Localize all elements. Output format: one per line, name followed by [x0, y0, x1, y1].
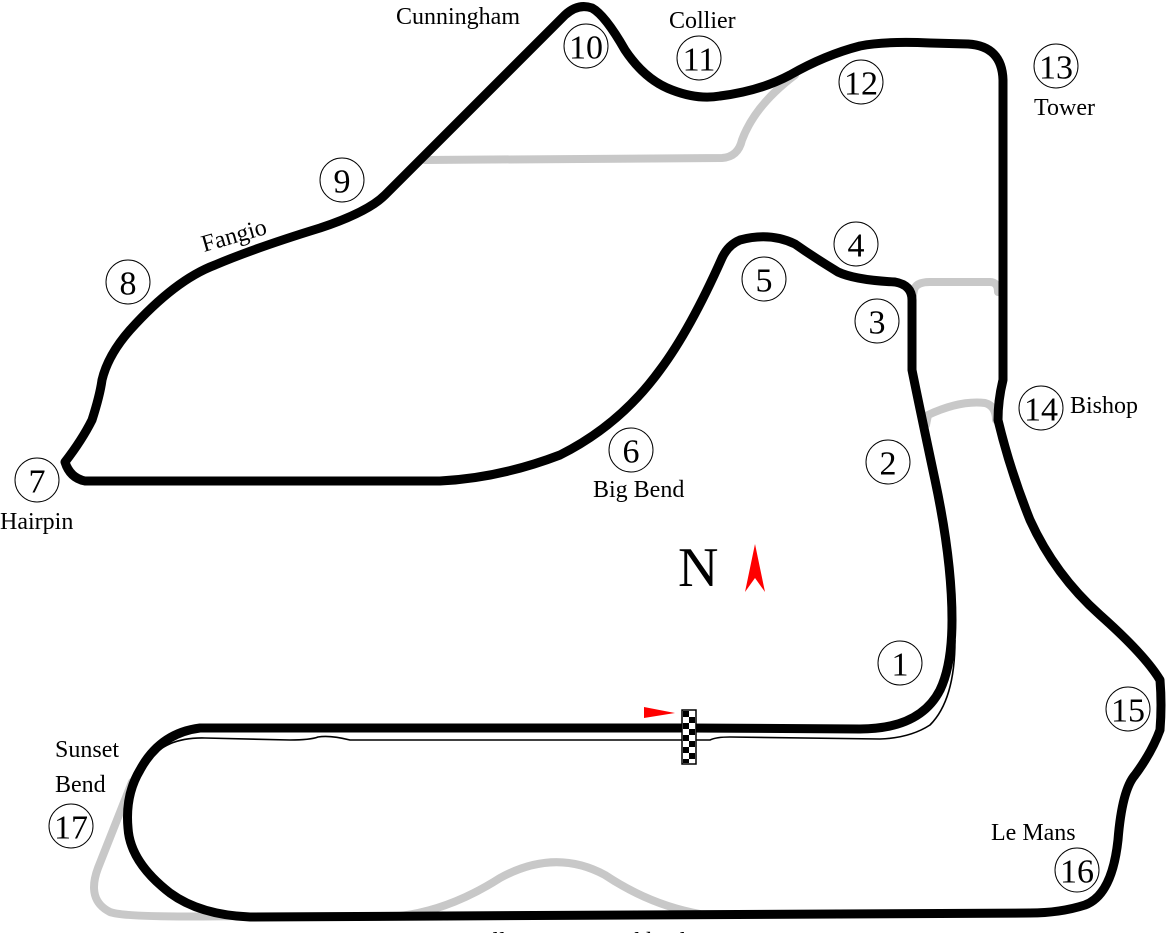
alt-section-villeneuve-chicane — [396, 858, 704, 920]
main-circuit — [60, 2, 1166, 922]
turn-marker-15: 15 — [1105, 686, 1151, 732]
svg-text:14: 14 — [1024, 392, 1058, 429]
svg-text:13: 13 — [1039, 50, 1073, 87]
alternate-layout-sections — [90, 71, 1002, 921]
svg-text:2: 2 — [880, 446, 897, 483]
turn-markers: 1 2 3 4 5 6 7 8 9 10 11 12 13 14 15 16 1… — [14, 23, 1151, 893]
corner-name-big-bend: Big Bend — [593, 477, 684, 503]
corner-name-hairpin: Hairpin — [0, 509, 73, 535]
start-finish-line — [681, 709, 697, 765]
turn-marker-10: 10 — [563, 23, 609, 69]
svg-text:9: 9 — [334, 164, 351, 201]
svg-text:1: 1 — [892, 647, 909, 684]
corner-names: Cunningham Collier Tower Fangio Bishop B… — [0, 4, 1138, 933]
turn-marker-1: 1 — [877, 640, 923, 686]
turn-marker-14: 14 — [1018, 385, 1064, 431]
corner-name-bend: Bend — [55, 772, 106, 798]
corner-name-le-mans: Le Mans — [991, 820, 1076, 846]
alt-section-cunningham-shortcut — [421, 71, 799, 164]
corner-name-bishop: Bishop — [1070, 393, 1138, 419]
svg-text:12: 12 — [844, 66, 878, 103]
turn-marker-12: 12 — [838, 59, 884, 105]
turn-marker-9: 9 — [319, 157, 365, 203]
turn-marker-8: 8 — [105, 259, 151, 305]
alt-section-north-link — [908, 278, 1002, 304]
turn-marker-17: 17 — [48, 803, 94, 849]
corner-name-tower: Tower — [1034, 95, 1095, 121]
svg-text:4: 4 — [848, 228, 865, 265]
corner-name-sunset: Sunset — [55, 737, 119, 763]
turn-marker-6: 6 — [608, 427, 654, 473]
corner-name-villeneuve: Villeneuve Switchback — [470, 929, 692, 933]
direction-arrow-icon — [644, 707, 675, 718]
turn-marker-13: 13 — [1033, 43, 1079, 89]
turn-marker-5: 5 — [741, 256, 787, 302]
svg-text:11: 11 — [683, 42, 716, 79]
svg-text:8: 8 — [120, 266, 137, 303]
corner-name-collier: Collier — [669, 8, 736, 34]
svg-text:10: 10 — [569, 30, 603, 67]
north-arrow-icon — [745, 544, 765, 592]
svg-text:5: 5 — [756, 263, 773, 300]
north-letter: N — [678, 537, 718, 599]
svg-text:16: 16 — [1060, 854, 1094, 891]
svg-text:6: 6 — [623, 434, 640, 471]
alt-section-bishop-link — [922, 398, 1000, 429]
svg-text:15: 15 — [1111, 693, 1145, 730]
corner-name-cunningham: Cunningham — [396, 4, 520, 30]
turn-marker-11: 11 — [676, 35, 722, 81]
turn-marker-2: 2 — [865, 439, 911, 485]
north-indicator: N — [678, 537, 765, 599]
svg-text:3: 3 — [869, 305, 886, 342]
svg-text:17: 17 — [54, 810, 88, 847]
svg-text:7: 7 — [29, 464, 46, 501]
turn-marker-4: 4 — [833, 221, 879, 267]
turn-marker-7: 7 — [14, 457, 60, 503]
turn-marker-16: 16 — [1054, 847, 1100, 893]
alt-section-sunset-cut — [90, 778, 244, 921]
turn-marker-3: 3 — [854, 298, 900, 344]
pit-lane — [132, 639, 956, 787]
